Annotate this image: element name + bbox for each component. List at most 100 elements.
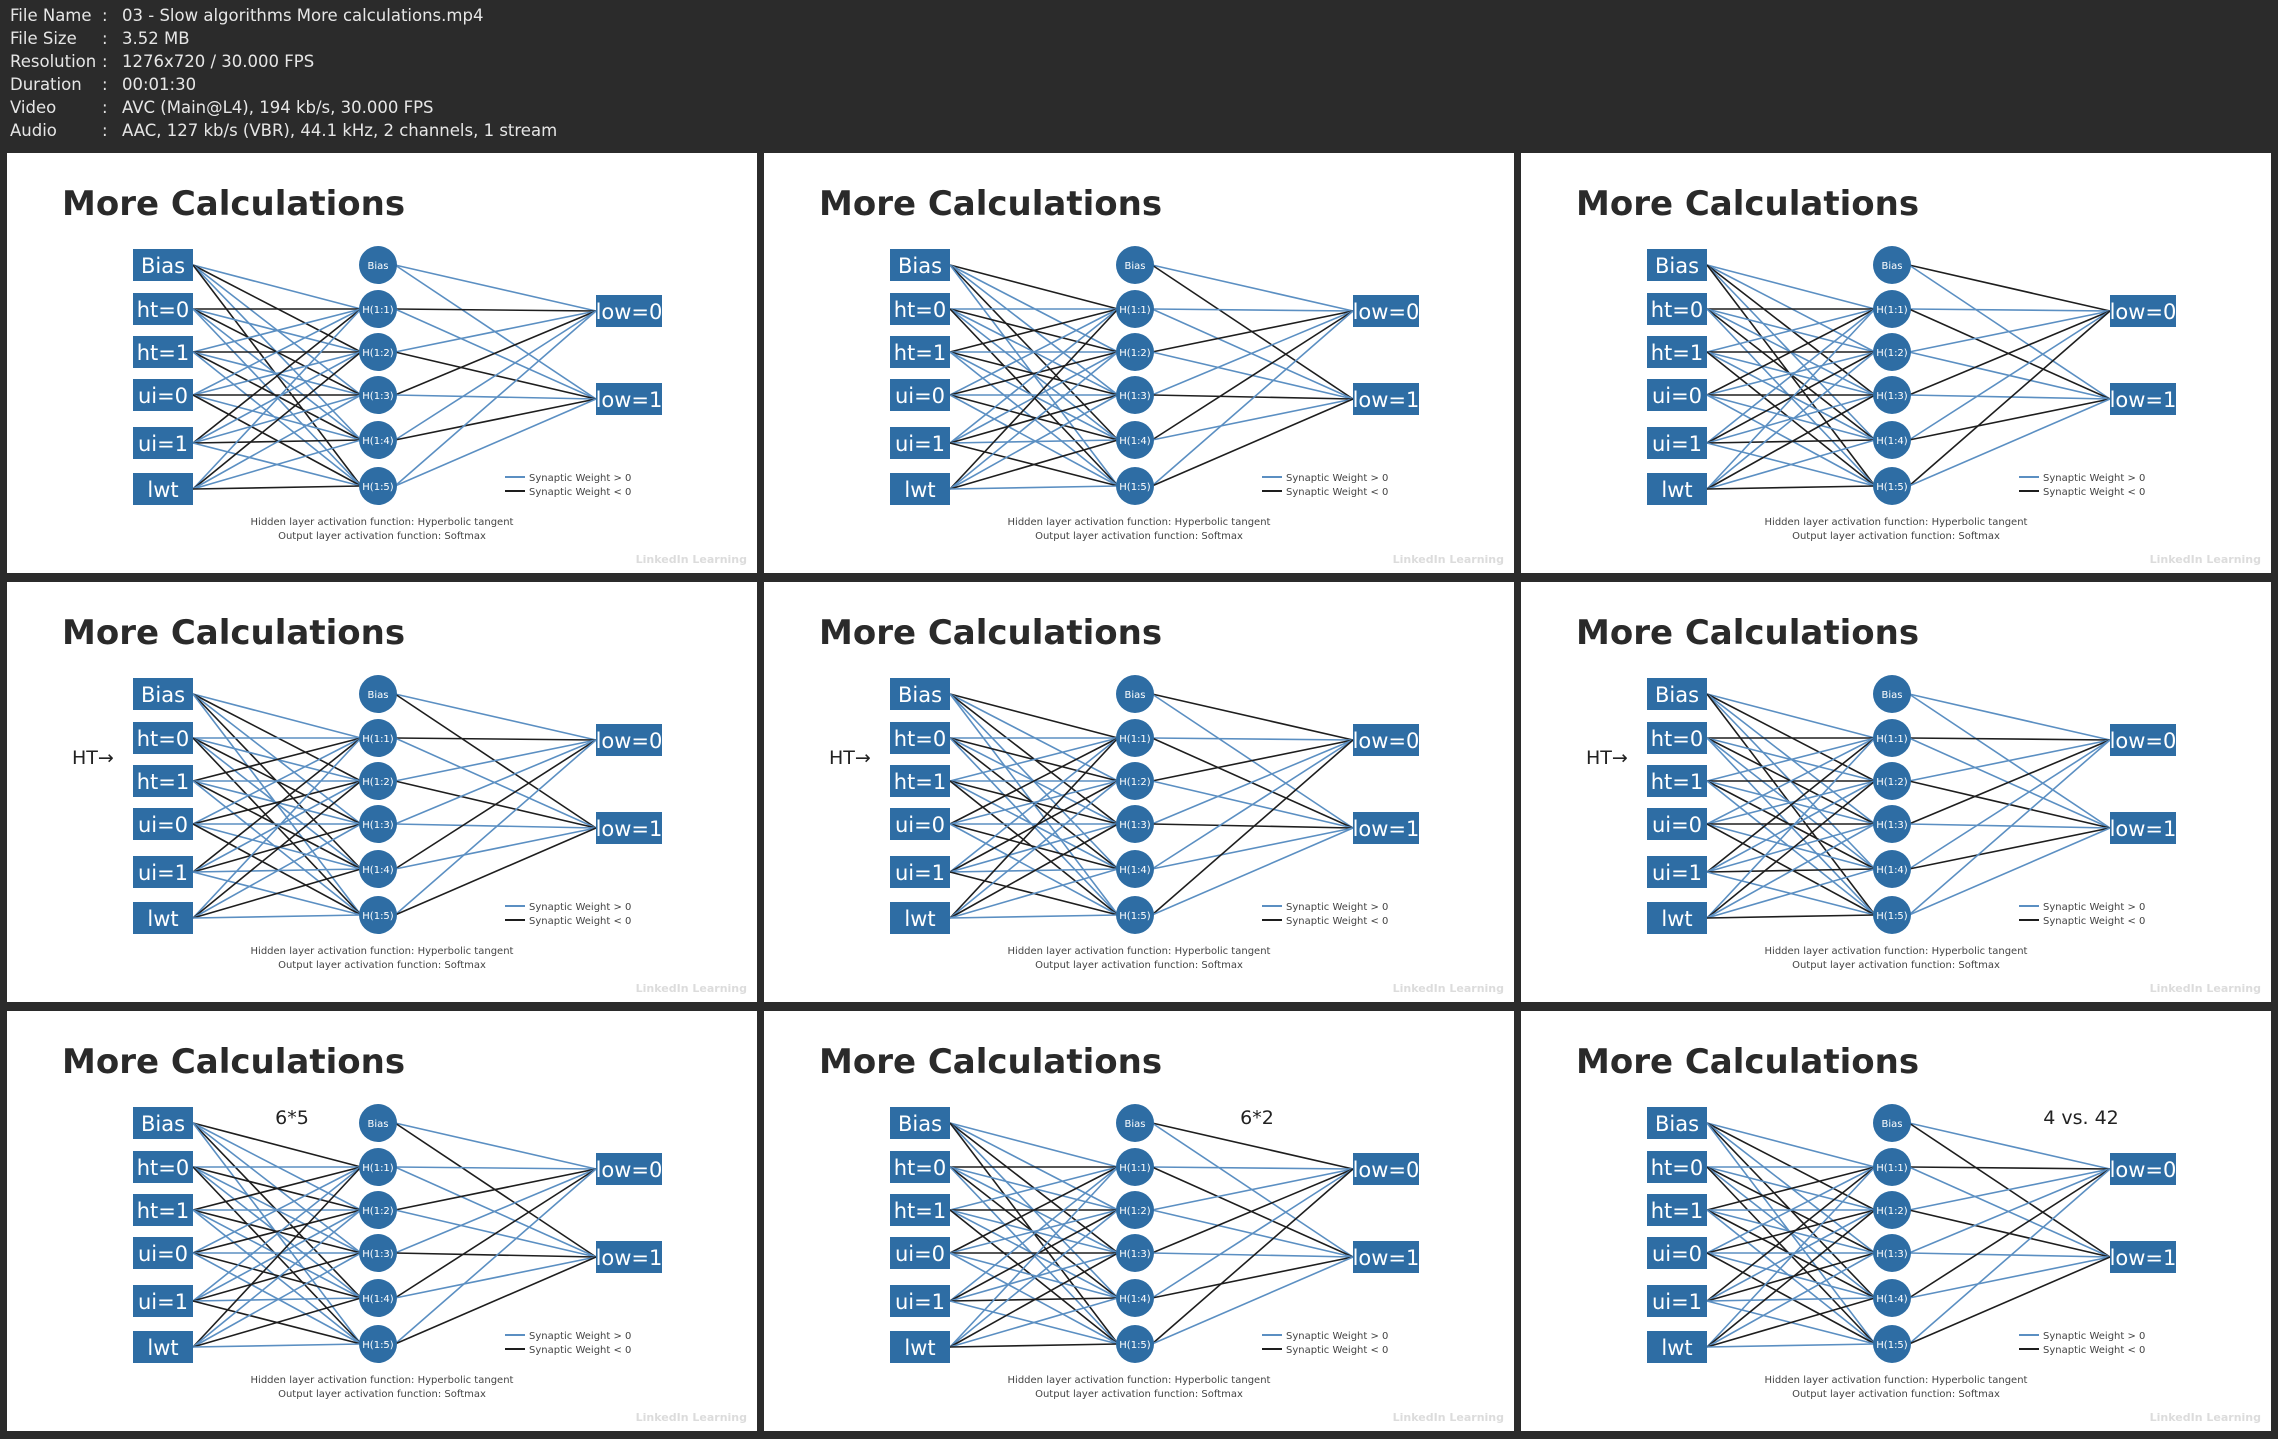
hidden-node <box>1873 1325 1911 1363</box>
hidden-node <box>359 1104 397 1142</box>
synapse-line <box>949 737 1119 873</box>
input-node <box>1647 379 1707 411</box>
synapse-line <box>1706 1252 1876 1299</box>
input-node <box>890 379 950 411</box>
legend-negative-label: Synaptic Weight < 0 <box>1286 916 1388 927</box>
synapse-line <box>1706 308 1876 444</box>
input-node <box>890 1194 950 1226</box>
input-node <box>1647 473 1707 505</box>
input-node-label: ui=1 <box>895 432 945 456</box>
input-node <box>133 765 193 797</box>
synapse-line <box>949 737 1119 870</box>
file-info: File Name:03 - Slow algorithms More calc… <box>10 4 557 142</box>
input-node <box>890 678 950 710</box>
synapse-line <box>192 308 362 444</box>
synapse-line <box>394 739 597 782</box>
input-node-label: lwt <box>904 907 935 931</box>
hidden-node-label: H(1:3) <box>362 820 394 831</box>
slide-title: More Calculations <box>819 184 1162 224</box>
hidden-output-edges <box>1151 1122 1354 1345</box>
synapse-line <box>192 1252 362 1345</box>
input-node-label: ui=1 <box>138 432 188 456</box>
input-node-label: ht=1 <box>1651 770 1704 794</box>
caption-hidden-activation: Hidden layer activation function: Hyperb… <box>1008 946 1271 957</box>
hidden-node-label: Bias <box>1125 1119 1146 1130</box>
input-node <box>133 336 193 368</box>
caption-output-activation: Output layer activation function: Softma… <box>278 1389 486 1400</box>
hidden-node-label: H(1:2) <box>362 777 394 788</box>
synapse-line <box>1151 308 1354 400</box>
synapse-line <box>1151 1256 1354 1345</box>
input-node <box>890 1285 950 1317</box>
legend-positive-label: Synaptic Weight > 0 <box>529 473 631 484</box>
info-label: Duration <box>10 75 82 94</box>
synapse-line <box>394 1168 597 1211</box>
slide-diagram: More CalculationsBiasht=0ht=1ui=0ui=1lwt… <box>819 184 1504 566</box>
hidden-node-label: H(1:2) <box>1119 348 1151 359</box>
synapse-line <box>1908 1168 2111 1299</box>
input-node-label: lwt <box>1661 907 1692 931</box>
input-node <box>1647 1151 1707 1183</box>
info-row: File Size:3.52 MB <box>10 27 557 50</box>
synapse-line <box>949 351 1119 490</box>
info-separator: : <box>102 52 108 71</box>
input-hidden-edges <box>949 693 1119 919</box>
synapse-line <box>1908 827 2111 870</box>
synapse-line <box>394 739 597 916</box>
slide-title: More Calculations <box>1576 1042 1919 1082</box>
synapse-line <box>192 1166 362 1211</box>
synapse-line <box>1706 1166 1876 1348</box>
synapse-line <box>1706 485 1876 490</box>
hidden-node-label: H(1:1) <box>1876 1163 1908 1174</box>
slide-title: More Calculations <box>62 184 405 224</box>
input-node <box>890 1331 950 1363</box>
input-hidden-edges <box>1706 264 1876 490</box>
synapse-line <box>949 737 1119 919</box>
info-row: Audio:AAC, 127 kb/s (VBR), 44.1 kHz, 2 c… <box>10 119 557 142</box>
hidden-node <box>359 719 397 757</box>
synapse-line <box>1151 310 1354 396</box>
input-hidden-edges <box>949 1122 1119 1348</box>
synapse-line <box>192 737 362 873</box>
synapse-line <box>1908 398 2111 441</box>
synapse-line <box>192 1252 362 1302</box>
hidden-node-label: H(1:1) <box>1876 305 1908 316</box>
synapse-line <box>1151 1168 1354 1345</box>
slide-annotation: 6*5 <box>275 1107 309 1129</box>
input-node-label: ui=1 <box>138 1290 188 1314</box>
output-node-label: low=0 <box>596 1158 663 1182</box>
input-node-label: ht=0 <box>137 727 190 751</box>
hidden-node-label: Bias <box>368 261 389 272</box>
synapse-line <box>192 1343 362 1348</box>
info-row: Video:AVC (Main@L4), 194 kb/s, 30.000 FP… <box>10 96 557 119</box>
synapse-line <box>1151 264 1354 312</box>
synapse-line <box>1908 1256 2111 1345</box>
hidden-node <box>1116 421 1154 459</box>
input-node-label: Bias <box>898 683 942 707</box>
hidden-node-label: H(1:5) <box>1876 1340 1908 1351</box>
synapse-line <box>1706 308 1876 396</box>
slide-diagram: More CalculationsBiasht=0ht=1ui=0ui=1lwt… <box>62 184 747 566</box>
synapse-line <box>192 1252 362 1348</box>
slide-annotation: HT→ <box>829 747 871 769</box>
synapse-line <box>1706 1166 1876 1211</box>
synapse-line <box>1908 1166 2111 1258</box>
synapse-line <box>1706 693 1876 739</box>
watermark: LinkedIn Learning <box>2150 1411 2261 1424</box>
input-node-label: lwt <box>904 1336 935 1360</box>
synapse-line <box>949 394 1119 444</box>
hidden-node <box>359 1325 397 1363</box>
synapse-line <box>949 485 1119 490</box>
synapse-line <box>949 1252 1119 1345</box>
hidden-node <box>359 467 397 505</box>
hidden-node <box>359 333 397 371</box>
synapse-line <box>1706 868 1876 919</box>
hidden-node <box>359 1191 397 1229</box>
synapse-line <box>1151 310 1354 441</box>
hidden-node <box>359 762 397 800</box>
info-label: Resolution <box>10 52 97 71</box>
info-value: 1276x720 / 30.000 FPS <box>122 52 315 71</box>
hidden-node <box>1873 805 1911 843</box>
hidden-output-edges <box>394 1122 597 1345</box>
